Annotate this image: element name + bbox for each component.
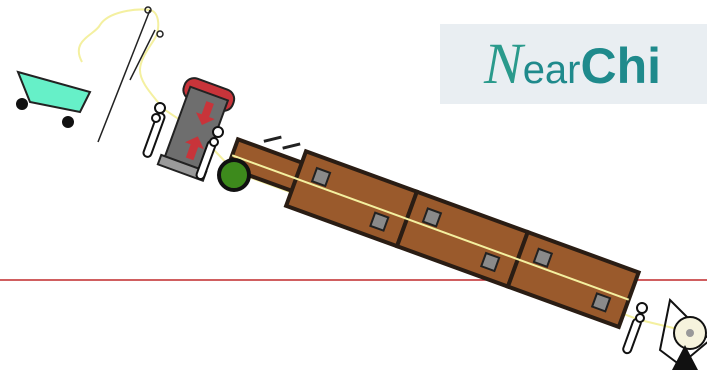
oven-icon: [225, 135, 642, 330]
cart-icon: [16, 70, 92, 128]
logo-tail: Chi: [580, 38, 662, 94]
creel-stand-icon: [97, 6, 164, 143]
green-roller-icon: [217, 158, 251, 192]
tension-guide-icon: [142, 102, 166, 158]
winder-spool-icon: [658, 297, 707, 370]
logo-middle: ear: [522, 48, 581, 92]
tension-guide-end-icon: [622, 302, 648, 355]
nearchi-logo: NearChi: [440, 24, 707, 104]
logo-initial: N: [484, 31, 523, 96]
yarn-path: [78, 8, 691, 333]
logo-text: NearChi: [484, 34, 661, 100]
tension-guide-right-icon: [195, 126, 224, 181]
